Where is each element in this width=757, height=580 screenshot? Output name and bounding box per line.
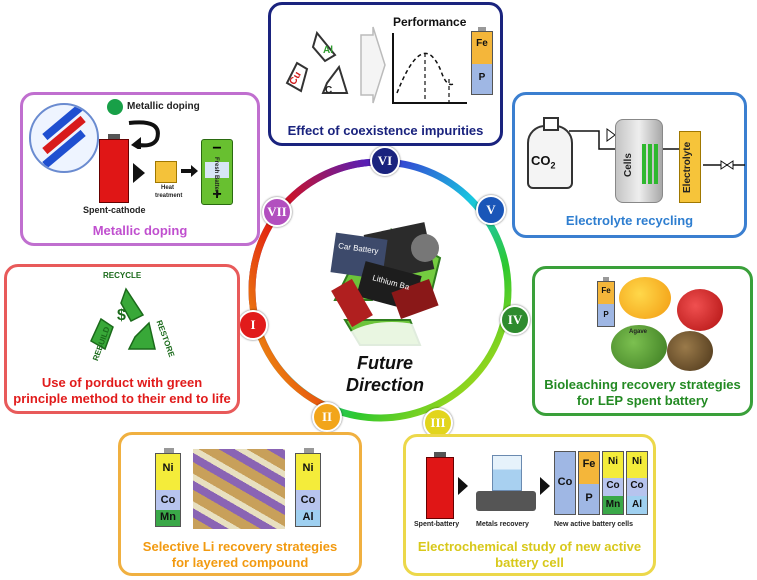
caption-vii: Metallic doping	[92, 223, 188, 238]
cells-label: Cells	[623, 153, 634, 177]
step3-label: New active battery cells	[554, 521, 633, 528]
nca-cell-icon: Ni Co Al	[295, 448, 321, 527]
new-cell-nca: Ni Co Al	[626, 451, 648, 515]
center-title-line2: Direction	[345, 375, 424, 395]
node-iv: IV	[500, 305, 530, 335]
spent-battery-cell	[426, 452, 454, 519]
co2-label: CO2	[531, 153, 556, 171]
new-cell-co: Co	[554, 451, 576, 515]
crystal-structure-icon	[29, 103, 99, 173]
dollar-icon: $	[117, 307, 126, 324]
big-arrow-icon	[360, 26, 386, 104]
performance-title: Performance	[393, 15, 467, 29]
caption-v: Electrolyte recycling	[565, 213, 694, 228]
flow-lines	[569, 128, 745, 170]
fresh-battery-label: Fresh Battery	[213, 157, 219, 196]
node-i: I	[238, 310, 268, 340]
arrow-right-icon	[181, 169, 193, 173]
lfp-cell-icon: Fe P	[471, 27, 493, 95]
juice-image	[677, 289, 723, 331]
center-title-line1: Future	[357, 353, 413, 373]
chevron-1-icon	[458, 477, 468, 495]
new-cell-lfp: Fe P	[578, 451, 600, 515]
caption-iii-line1: Electrochemical study of new active	[417, 539, 642, 554]
arrow-right-head	[191, 165, 198, 177]
agave-label: Agave	[629, 329, 648, 335]
recycle-restore-rebuild-icon	[90, 287, 156, 351]
node-vi: VI	[370, 146, 400, 176]
caption-ii-line2: for layered compound	[171, 555, 309, 570]
curved-arrow-icon	[128, 120, 160, 149]
heat-label-2: treatment	[155, 193, 183, 199]
spent-cathode-label: Spent-cathode	[83, 205, 146, 215]
electrolyte-vessel	[679, 131, 701, 203]
step2-label: Metals recovery	[476, 521, 529, 528]
cells-column	[615, 119, 663, 203]
agave-image	[611, 325, 667, 369]
plant-image	[667, 331, 713, 371]
caption-vi: Effect of coexistence impurities	[287, 123, 484, 138]
node-v: V	[476, 195, 506, 225]
fresh-battery-icon: − +	[201, 139, 233, 205]
panel-coexistence-impurities: Al Cu C Performance Fe P Effect of coexi…	[268, 2, 503, 146]
caption-iii-line2: battery cell	[495, 555, 564, 570]
panel-bioleaching: Fe P Agave Bioleaching recovery strategi…	[532, 266, 753, 416]
impurity-al: Al	[323, 45, 333, 56]
co2-cylinder-icon	[527, 117, 573, 189]
caption-ii-line1: Selective Li recovery strategies	[142, 539, 338, 554]
doping-label: Metallic doping	[127, 101, 200, 112]
heat-treatment-icon	[155, 161, 177, 183]
arrow-chevron-icon	[133, 163, 145, 183]
spent-cathode-cell	[99, 134, 129, 203]
impurity-c: C	[325, 85, 333, 96]
panel-electrochemical-study: Spent-battery Metals recovery Co Fe P Ni…	[403, 434, 656, 576]
panel-selective-li-recovery: Ni Co Mn Ni Co Al Selective Li recovery …	[118, 432, 362, 576]
panel-metallic-doping: Metallic doping Spent-cathode Heat treat…	[20, 92, 260, 246]
citrus-fruits-image	[619, 277, 671, 319]
chevron-2-icon	[540, 477, 550, 495]
caption-i-line2: principle method to their end to life	[13, 391, 231, 406]
nmc-cell-icon: Ni Co Mn	[155, 448, 181, 527]
node-ii: II	[312, 402, 342, 432]
dopant-sphere	[107, 99, 123, 115]
caption-iv-line2: for LEP spent battery	[576, 393, 709, 408]
step1-label: Spent-battery	[414, 521, 460, 528]
panel-green-principle: $ RECYCLE RESTORE REBUILD Use of porduct…	[4, 264, 240, 414]
electrolyte-label: Electrolyte	[682, 141, 693, 193]
caption-iv-line1: Bioleaching recovery strategies	[544, 377, 741, 392]
new-cell-nmc: Ni Co Mn	[602, 451, 624, 515]
beaker-on-stirrer-icon	[476, 455, 536, 515]
spent-batteries-pile	[330, 222, 439, 328]
heat-label-1: Heat	[161, 185, 175, 191]
panel-electrolyte-recycling: CO2 Cells Electrolyte Electrolyte recycl…	[512, 92, 747, 238]
impurity-recycle-icon	[285, 30, 349, 94]
layered-crystal-structure	[193, 449, 285, 529]
caption-i-line1: Use of porduct with green	[41, 375, 203, 390]
node-vii: VII	[262, 197, 292, 227]
ring-label-recycle: RECYCLE	[103, 271, 142, 280]
lfp-cell-icon-iv: Fe P	[597, 277, 615, 327]
performance-curve	[392, 33, 467, 104]
